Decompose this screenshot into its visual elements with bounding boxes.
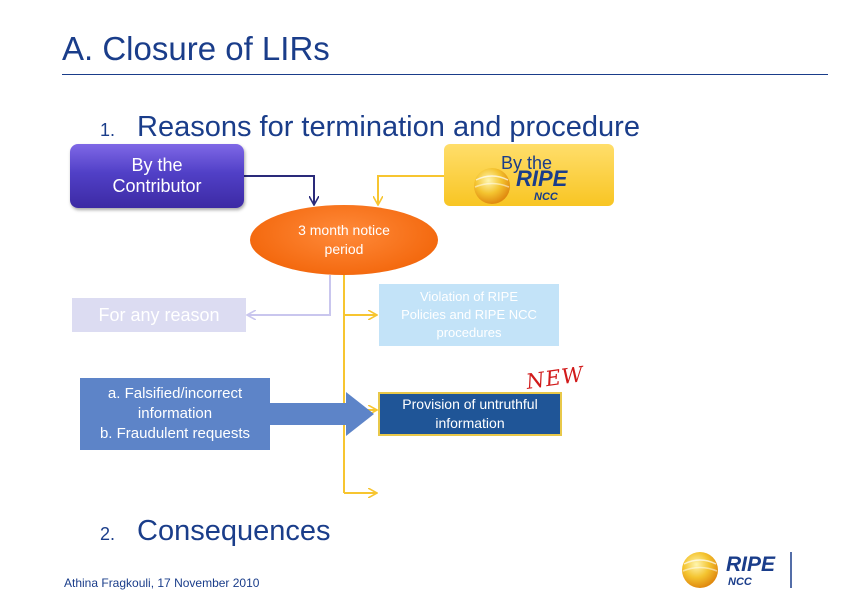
untruthful-line2: information <box>435 415 505 431</box>
ripe-logo-sub: NCC <box>534 191 559 203</box>
title-divider <box>62 74 828 75</box>
section-heading-reasons: 1. Reasons for termination and procedure <box>100 111 640 144</box>
violation-box: Violation of RIPE Policies and RIPE NCC … <box>379 284 559 346</box>
violation-line3: procedures <box>436 325 502 340</box>
notice-period-ellipse: 3 month notice period <box>250 205 438 275</box>
falsified-box: a. Falsified/incorrect information b. Fr… <box>80 378 270 450</box>
falsified-line1: a. Falsified/incorrect <box>107 385 243 402</box>
any-reason-connector <box>248 275 331 315</box>
ripe-box-label: By the <box>501 153 553 173</box>
section-number: 1. <box>100 120 116 140</box>
untruthful-line1: Provision of untruthful <box>402 396 538 412</box>
any-reason-box: For any reason <box>72 298 246 332</box>
contributor-connector <box>244 175 314 204</box>
contributor-line1: By the <box>131 155 183 175</box>
ripe-ncc-logo: RIPE NCC <box>474 166 569 204</box>
untruthful-box: Provision of untruthful information <box>378 392 562 436</box>
notice-line1: 3 month notice <box>298 222 390 238</box>
footer-logo-sub: NCC <box>728 576 753 588</box>
ripe-connector <box>378 175 444 204</box>
section-heading-consequences: 2. Consequences <box>100 515 331 548</box>
falsified-line3: b. Fraudulent requests <box>99 425 251 442</box>
footer-logo-word: RIPE <box>726 553 776 576</box>
notice-line2: period <box>324 241 364 257</box>
footer-author-date: Athina Fragkouli, 17 November 2010 <box>64 576 260 590</box>
contributor-line2: Contributor <box>112 176 202 196</box>
slide-title: A. Closure of LIRs <box>62 30 330 67</box>
violation-line1: Violation of RIPE <box>419 289 519 304</box>
footer-ripe-ncc-logo: RIPE NCC <box>682 552 792 588</box>
section-text: Consequences <box>137 515 331 547</box>
ripe-logo-word: RIPE <box>516 166 569 191</box>
ripe-ncc-box: By the RIPE NCC <box>444 144 614 206</box>
violation-line2: Policies and RIPE NCC <box>401 307 537 322</box>
falsified-to-untruthful-arrow <box>270 392 374 436</box>
contributor-box: By the Contributor <box>70 144 244 208</box>
falsified-line2: information <box>137 405 213 422</box>
section-number: 2. <box>100 524 116 544</box>
section-text: Reasons for termination and procedure <box>137 111 640 143</box>
